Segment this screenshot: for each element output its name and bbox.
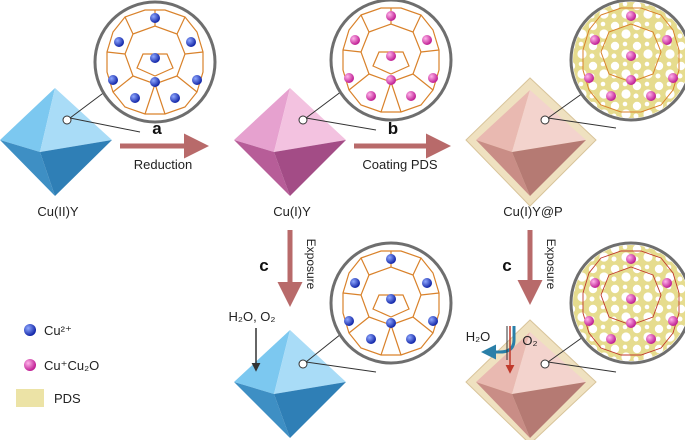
legend-cu1-label: Cu⁺Cu₂O — [44, 358, 99, 373]
label-cu1y: Cu(I)Y — [273, 204, 311, 219]
magnifier-lines — [62, 87, 617, 373]
cu1-ions — [344, 11, 438, 101]
crystal-cu2y — [0, 88, 112, 196]
step-letter-a: a — [152, 119, 162, 138]
zoom-circle-exposed-coated — [569, 241, 685, 365]
gas-label-o2: O₂ — [522, 333, 537, 348]
oxygen-arrow — [505, 326, 515, 374]
legend-cu2-label: Cu²⁺ — [44, 323, 72, 338]
legend-pds-label: PDS — [54, 391, 81, 406]
label-cu2y: Cu(II)Y — [37, 204, 79, 219]
step-letter-c1: c — [259, 256, 268, 275]
zoom-circle-cu2y — [93, 0, 217, 124]
step-caption-reduction: Reduction — [134, 157, 193, 172]
zoom-circle-cu1y — [329, 0, 453, 122]
gas-label-h2o-o2: H₂O, O₂ — [229, 309, 276, 324]
gas-label-h2o: H₂O — [466, 329, 491, 344]
step-caption-exposure-2: Exposure — [544, 239, 558, 290]
zoom-circle-exposed-blue — [329, 241, 453, 365]
legend: Cu²⁺ Cu⁺Cu₂O PDS — [16, 323, 99, 407]
zoom-circle-cu1yp — [569, 0, 685, 122]
step-letter-b: b — [388, 119, 398, 138]
crystal-exposed-blue — [234, 330, 346, 438]
legend-cu2-swatch — [24, 324, 36, 336]
step-caption-exposure-1: Exposure — [304, 239, 318, 290]
crystal-exposed-coated — [465, 319, 597, 440]
zeolite-framework — [106, 9, 204, 115]
label-cu1yp: Cu(I)Y@P — [503, 204, 562, 219]
legend-pds-swatch — [16, 389, 44, 407]
legend-cu1-swatch — [24, 359, 36, 371]
crystal-cu1y — [234, 88, 346, 196]
cu2-ions — [108, 13, 202, 103]
step-caption-coating: Coating PDS — [362, 157, 437, 172]
step-letter-c2: c — [502, 256, 511, 275]
